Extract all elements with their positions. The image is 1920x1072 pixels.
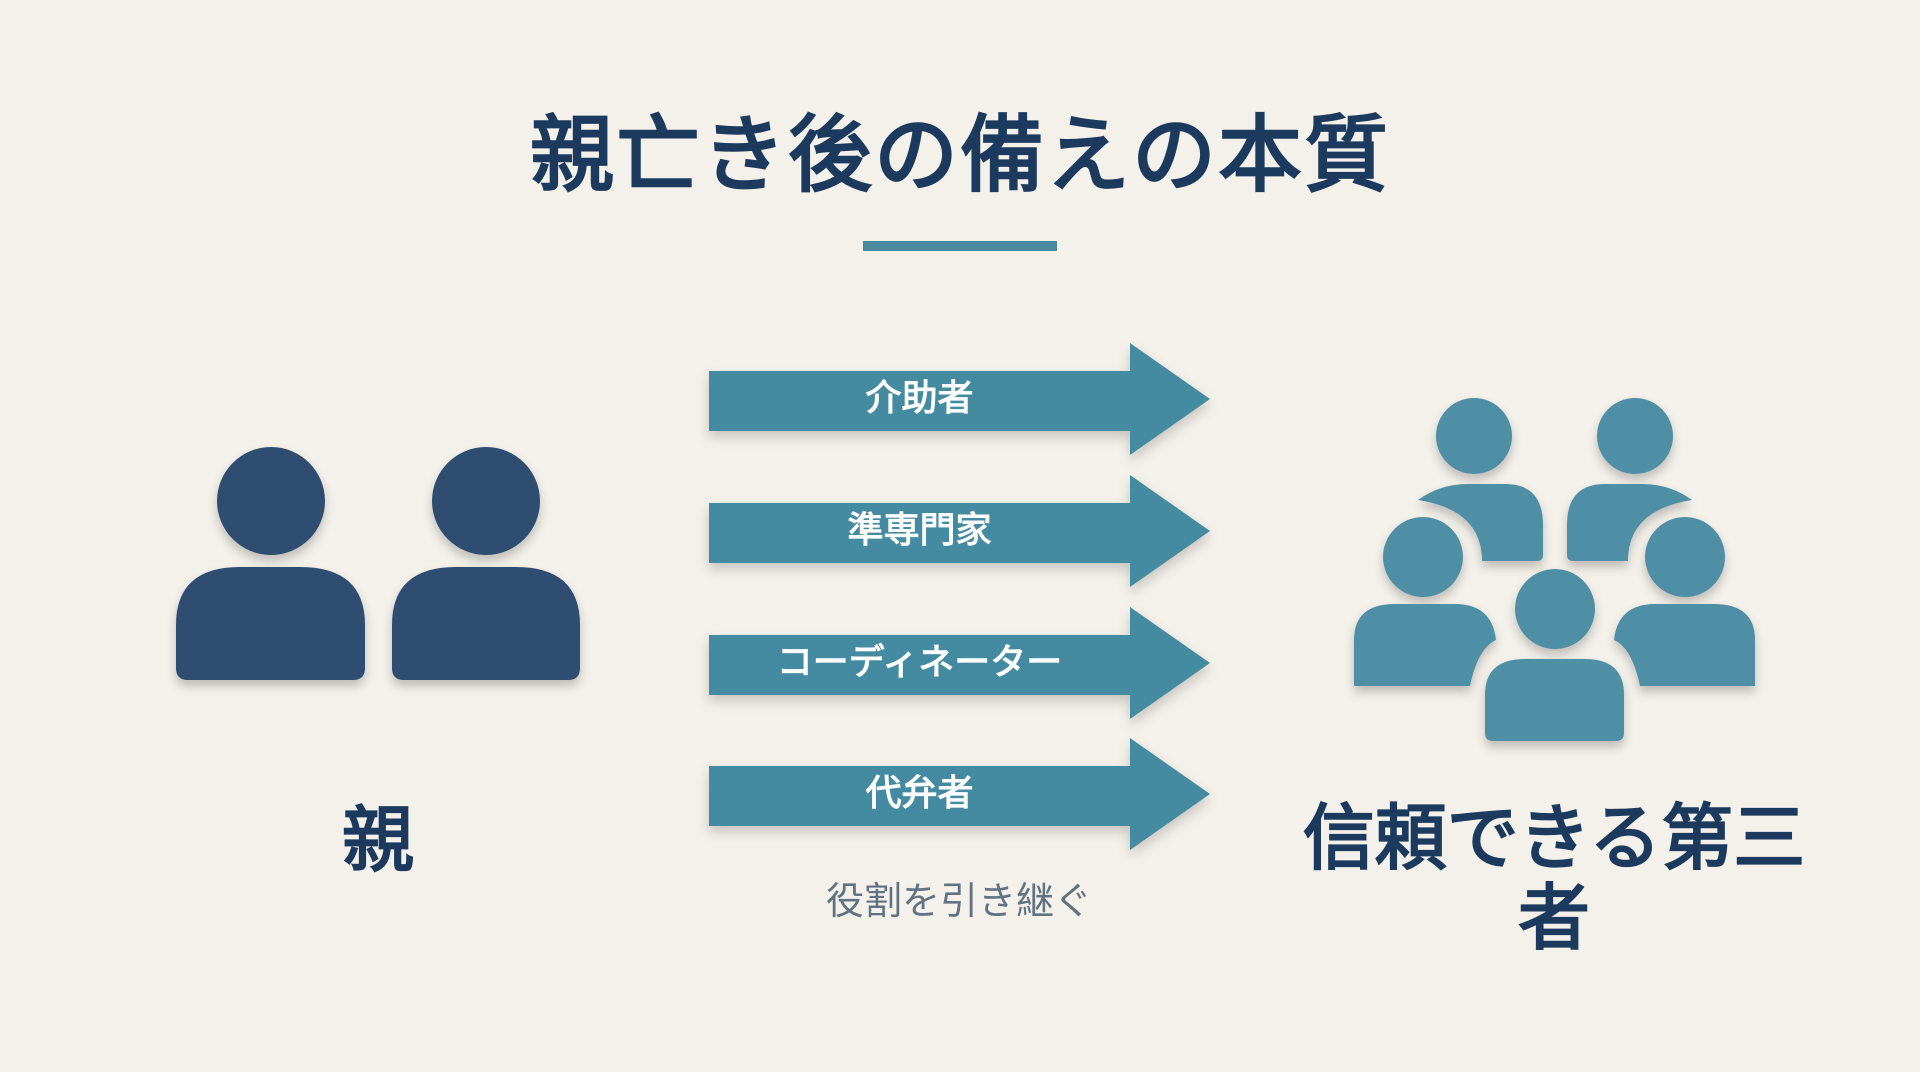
- arrows-caption: 役割を引き継ぐ: [825, 879, 1092, 923]
- right-arrow-icon: [709, 738, 1210, 850]
- parent-figure-right: [392, 447, 580, 680]
- role-arrow-semi-professional: 準専門家: [709, 475, 1212, 587]
- arrow-label: 準専門家: [847, 510, 992, 551]
- third-party-group-icon: [1354, 398, 1755, 741]
- right-arrow-icon: [709, 475, 1210, 587]
- arrow-label: 介助者: [865, 378, 974, 419]
- parent-figure-left: [176, 447, 365, 680]
- role-arrow-coordinator: コーディネーター: [709, 607, 1212, 719]
- third-party-label: 信頼できる第三者: [1302, 796, 1806, 960]
- role-arrow-advocate: 代弁者: [709, 738, 1212, 850]
- arrow-label: コーディネーター: [776, 642, 1063, 683]
- right-arrow-icon: [709, 607, 1210, 719]
- role-arrow-caregiver: 介助者: [709, 343, 1212, 455]
- title-underline: [863, 241, 1057, 251]
- arrow-label: 代弁者: [865, 773, 974, 814]
- parent-label: 親: [341, 798, 414, 882]
- page-title: 親亡き後の備えの本質: [529, 106, 1390, 204]
- right-arrow-icon: [709, 343, 1210, 455]
